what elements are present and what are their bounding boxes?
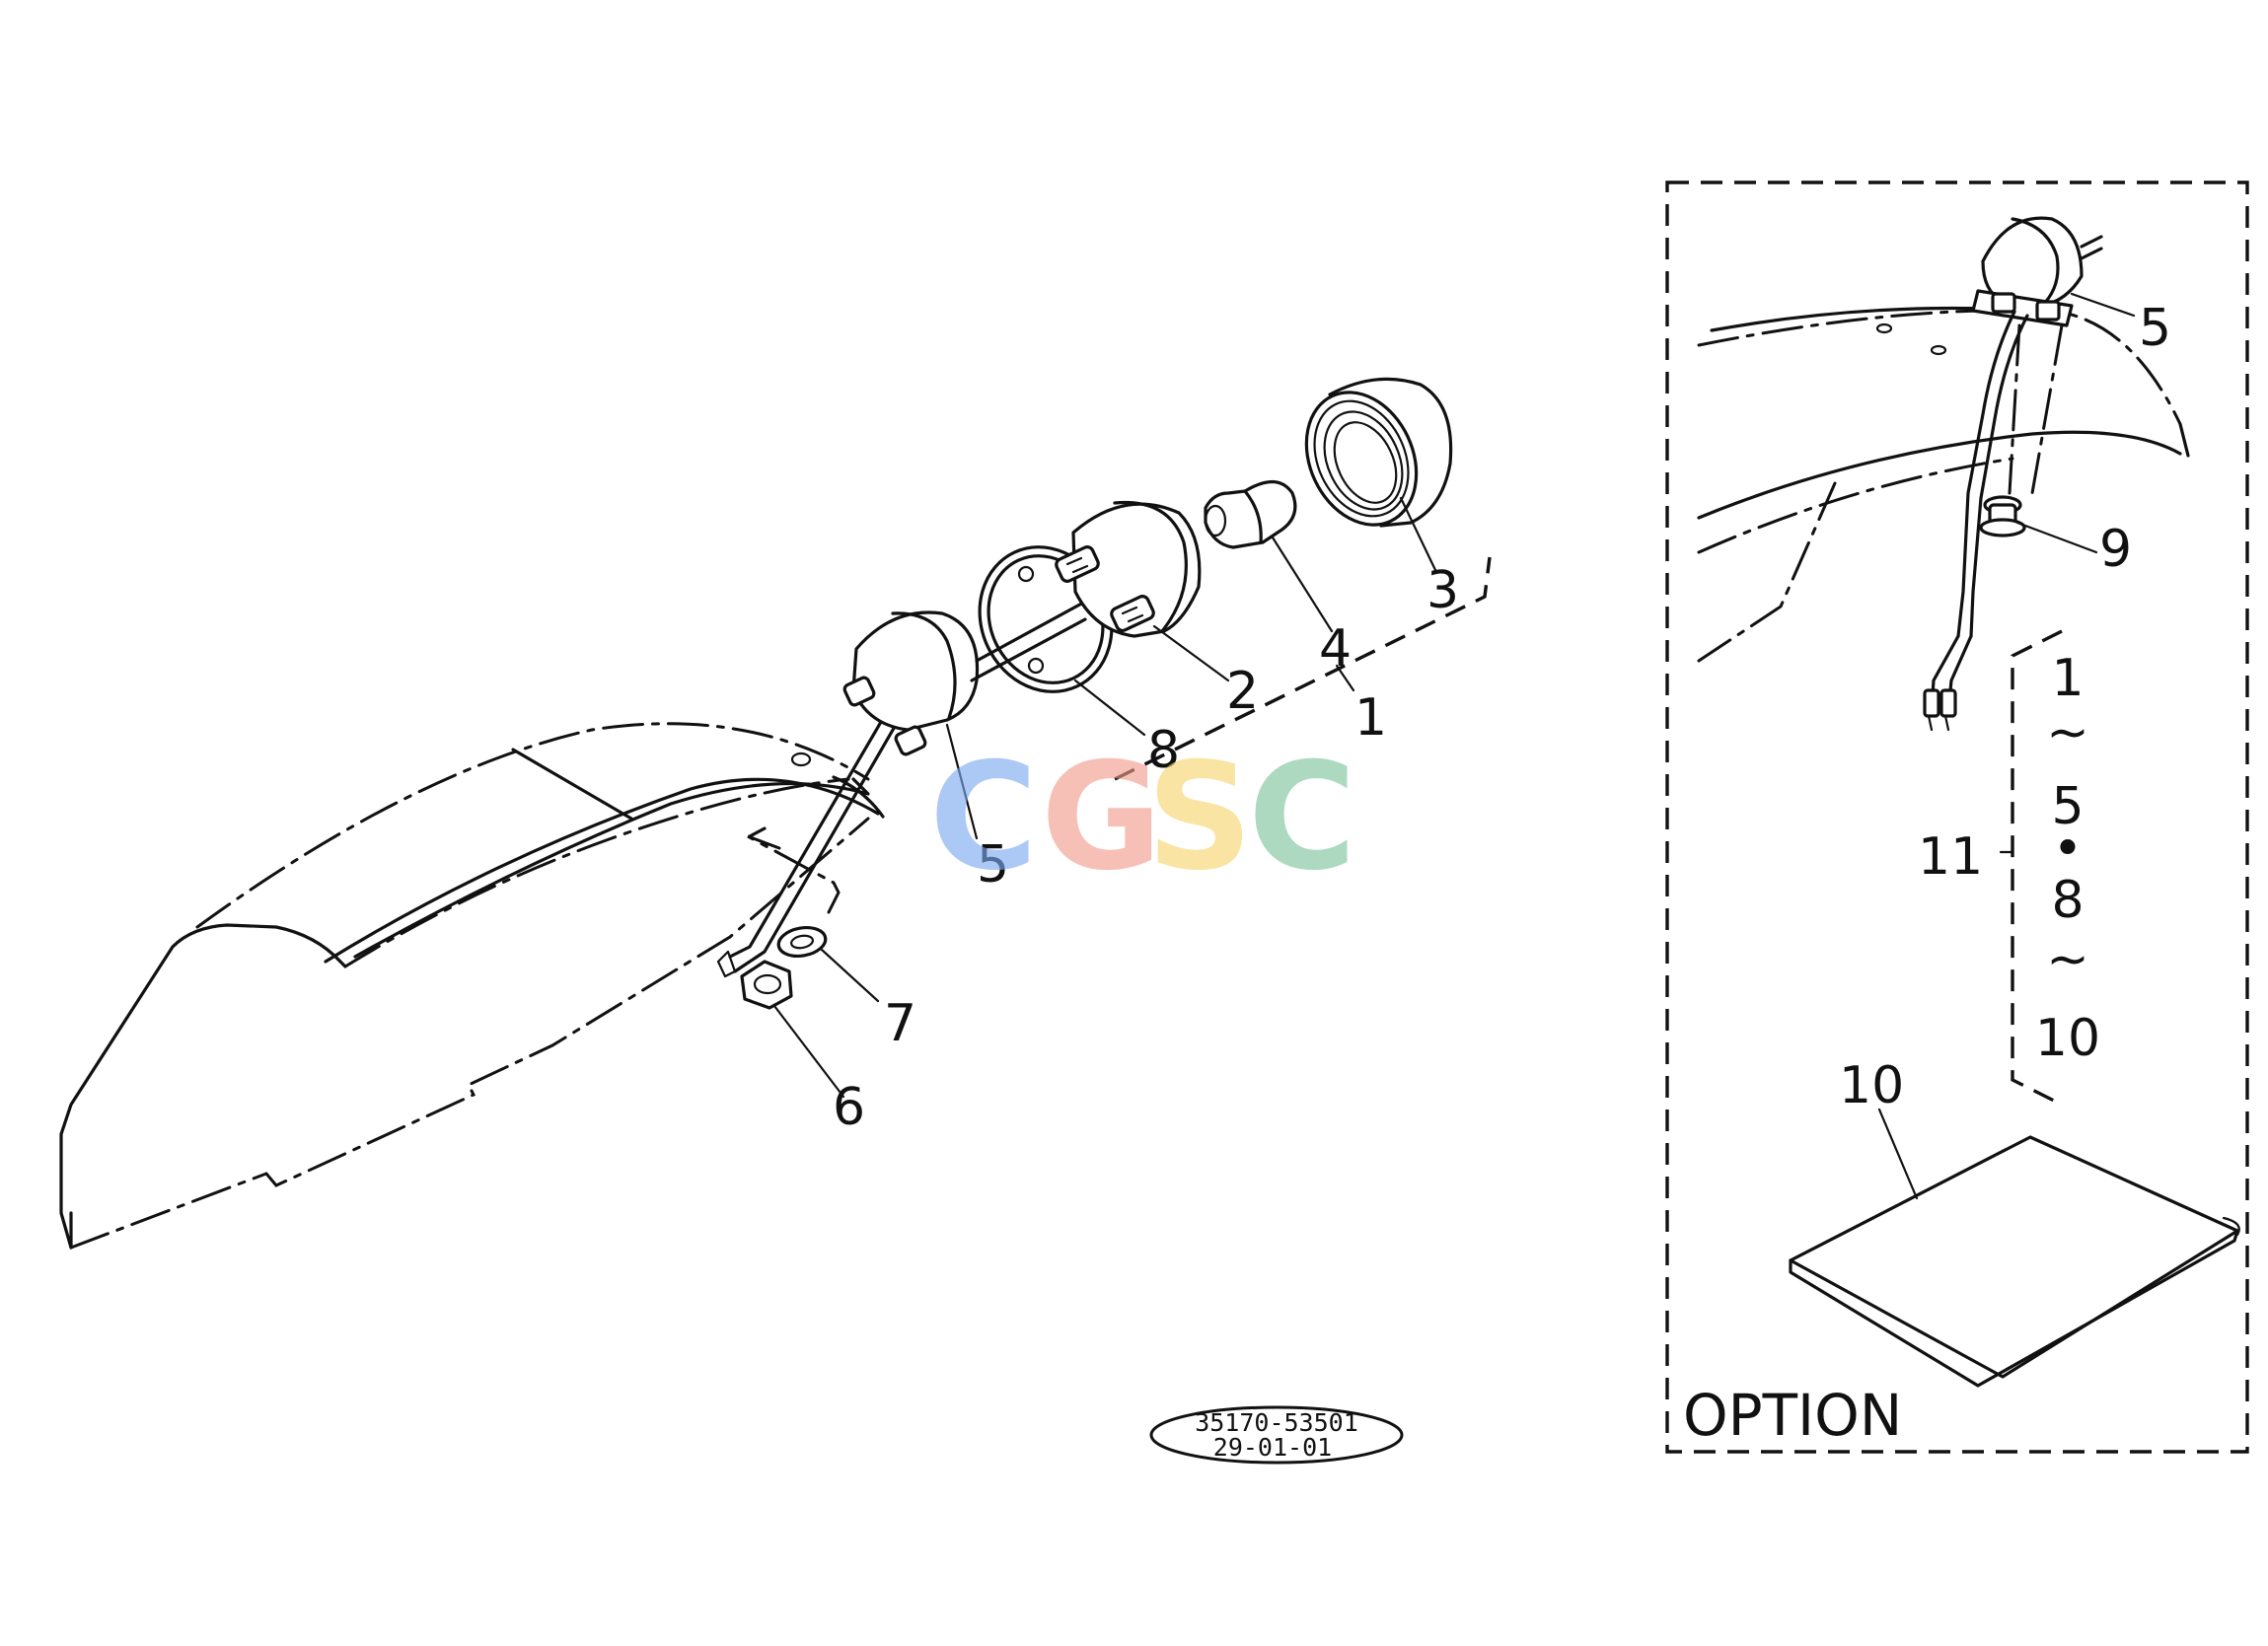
label-part-1: 1 <box>1354 688 1387 748</box>
label-part-8: 8 <box>1147 721 1180 780</box>
leader-lines <box>772 496 1437 1099</box>
range-dot: • <box>2053 820 2084 879</box>
range-mid-2: 8 <box>2051 871 2084 930</box>
label-inset-part-10: 10 <box>1839 1056 1904 1115</box>
lamp-body-part-5 <box>511 600 1087 978</box>
label-inset-part-9: 9 <box>2099 520 2132 579</box>
socket-part-2 <box>1055 500 1202 638</box>
watermark-logo: C G S C <box>929 732 1356 903</box>
watermark-letter: C <box>929 732 1038 903</box>
drawing-number: 35170-53501 <box>1195 1408 1358 1437</box>
label-part-4: 4 <box>1319 619 1352 679</box>
watermark-letter: G <box>1041 732 1162 903</box>
label-inset-part-5: 5 <box>2139 299 2171 358</box>
range-mid-1: 5 <box>2051 777 2084 836</box>
range-end: 10 <box>2035 1009 2100 1068</box>
label-inset-part-11: 11 <box>1918 827 1983 887</box>
bulb-part-4 <box>1204 479 1297 549</box>
fender <box>59 722 885 1250</box>
watermark-letter: C <box>1248 732 1356 903</box>
fastener-bracket <box>747 834 841 914</box>
label-part-7: 7 <box>884 994 916 1053</box>
option-label: OPTION <box>1683 1382 1902 1449</box>
assembly-boundary <box>1114 556 1492 781</box>
label-part-2: 2 <box>1226 662 1259 721</box>
range-tilde: ~ <box>2046 703 2089 762</box>
range-start: 1 <box>2051 649 2084 708</box>
watermark-letter: S <box>1146 732 1253 903</box>
drawing-code-stamp: 35170-53501 29-01-01 <box>1149 1405 1404 1465</box>
option-inset <box>1665 180 2249 1454</box>
label-part-6: 6 <box>833 1078 865 1137</box>
kit-range-list: 1 ~ 5 • 8 ~ 10 <box>2035 649 2100 1068</box>
label-part-3: 3 <box>1427 561 1459 620</box>
range-tilde-2: ~ <box>2046 930 2089 989</box>
drawing-date: 29-01-01 <box>1213 1433 1332 1462</box>
nut-part-6 <box>740 960 793 1010</box>
lens-part-3 <box>1304 377 1453 528</box>
washer-part-7 <box>776 925 828 959</box>
label-part-5-body: 5 <box>977 835 1009 895</box>
